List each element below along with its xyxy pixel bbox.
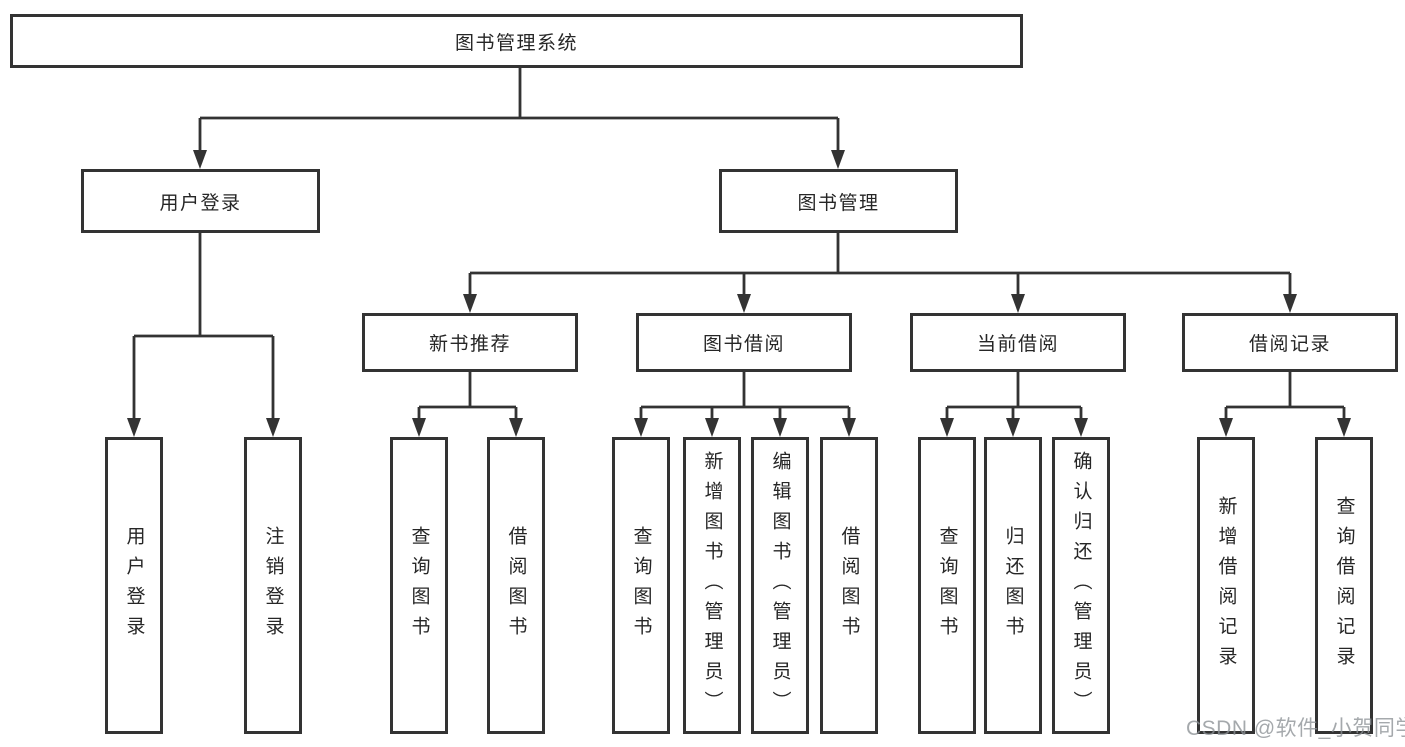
node-label: 借阅记录 xyxy=(1248,334,1331,355)
leaf-confirm-return-admin: 确认归还（管理员） xyxy=(1052,437,1110,734)
connector-user-login-to-leaves xyxy=(132,233,275,421)
node-user-login: 用户登录 xyxy=(81,169,320,233)
node-label: 用户登录 xyxy=(159,192,242,214)
node-label: 用户登录 xyxy=(123,525,145,646)
leaf-query-books-borrowing: 查询图书 xyxy=(612,437,670,734)
connector-current-borrow-to-leaves xyxy=(945,372,1083,421)
connector-book-mgmt-to-level3 xyxy=(468,233,1292,296)
node-label: 注销登录 xyxy=(262,525,284,646)
node-borrowing-records: 借阅记录 xyxy=(1182,313,1398,372)
leaf-logout: 注销登录 xyxy=(244,437,302,734)
leaf-query-books-current: 查询图书 xyxy=(918,437,976,734)
node-label: 新增图书（管理员） xyxy=(701,450,723,721)
node-label: 确认归还（管理员） xyxy=(1070,450,1092,721)
node-label: 图书借阅 xyxy=(702,334,785,355)
node-label: 图书管理系统 xyxy=(454,32,578,54)
node-label: 编辑图书（管理员） xyxy=(769,450,791,721)
connector-borrow-record-to-leaves xyxy=(1224,372,1346,421)
node-book-borrowing: 图书借阅 xyxy=(636,313,852,372)
leaf-user-login: 用户登录 xyxy=(105,437,163,734)
node-library-management-system: 图书管理系统 xyxy=(10,14,1023,68)
node-current-borrowing: 当前借阅 xyxy=(910,313,1126,372)
node-label: 借阅图书 xyxy=(505,525,527,646)
leaf-borrow-books-borrowing: 借阅图书 xyxy=(820,437,878,734)
node-label: 新书推荐 xyxy=(428,334,511,355)
leaf-add-book-admin: 新增图书（管理员） xyxy=(683,437,741,734)
node-label: 查询借阅记录 xyxy=(1333,495,1355,676)
node-label: 图书管理 xyxy=(797,192,880,214)
node-label: 查询图书 xyxy=(408,525,430,646)
leaf-query-books-recommend: 查询图书 xyxy=(390,437,448,734)
node-new-book-recommend: 新书推荐 xyxy=(362,313,578,372)
connector-root-to-level2 xyxy=(198,68,840,152)
node-label: 查询图书 xyxy=(630,525,652,646)
leaf-return-books: 归还图书 xyxy=(984,437,1042,734)
leaf-query-borrow-record: 查询借阅记录 xyxy=(1315,437,1373,734)
node-book-management: 图书管理 xyxy=(719,169,958,233)
leaf-edit-book-admin: 编辑图书（管理员） xyxy=(751,437,809,734)
connector-new-book-to-leaves xyxy=(417,372,518,421)
node-label: 查询图书 xyxy=(936,525,958,646)
node-label: 借阅图书 xyxy=(838,525,860,646)
leaf-borrow-books-recommend: 借阅图书 xyxy=(487,437,545,734)
node-label: 当前借阅 xyxy=(976,334,1059,355)
node-label: 新增借阅记录 xyxy=(1215,495,1237,676)
node-label: 归还图书 xyxy=(1002,525,1024,646)
connector-book-borrow-to-leaves xyxy=(639,372,851,421)
csdn-watermark: CSDN @软件_小贺同学 xyxy=(1186,717,1405,740)
arrowheads xyxy=(127,150,1351,437)
leaf-add-borrow-record: 新增借阅记录 xyxy=(1197,437,1255,734)
